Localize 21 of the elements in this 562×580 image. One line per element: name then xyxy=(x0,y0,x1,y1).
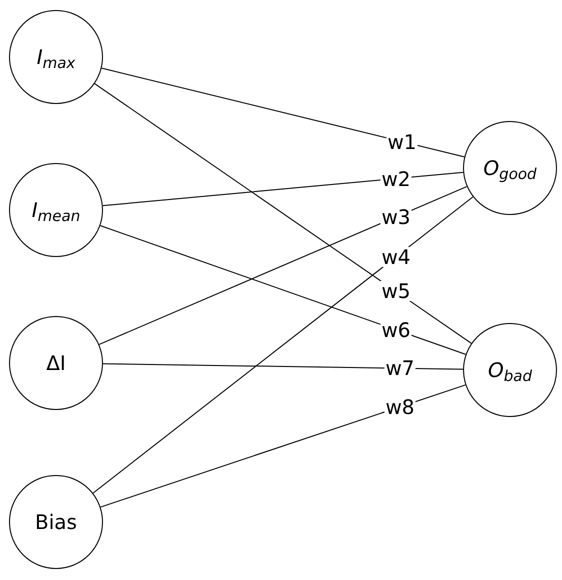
node-label: Bias xyxy=(35,509,77,536)
edge-label: w5 xyxy=(380,281,412,302)
connector-line xyxy=(92,196,474,494)
connector-line xyxy=(100,225,466,355)
node-label: O$_{bad}$ xyxy=(488,357,532,385)
node-label: ΔI xyxy=(46,350,66,377)
node-label: I$_{mean}$ xyxy=(32,197,80,225)
connector-line xyxy=(94,83,472,344)
edge-label: w8 xyxy=(384,396,416,417)
connector-line xyxy=(102,172,464,206)
node-label: O$_{good}$ xyxy=(483,155,537,183)
edge-label: w2 xyxy=(380,168,412,189)
node-label: I$_{max}$ xyxy=(36,44,76,72)
edge-label: w6 xyxy=(380,320,412,340)
edge-label: w1 xyxy=(386,132,418,152)
edge-label: w3 xyxy=(380,206,412,227)
edge-label: w4 xyxy=(380,246,412,267)
connector-line xyxy=(101,68,465,158)
connector-line xyxy=(98,186,468,345)
connector-line xyxy=(100,384,466,508)
connector-line xyxy=(102,363,464,370)
